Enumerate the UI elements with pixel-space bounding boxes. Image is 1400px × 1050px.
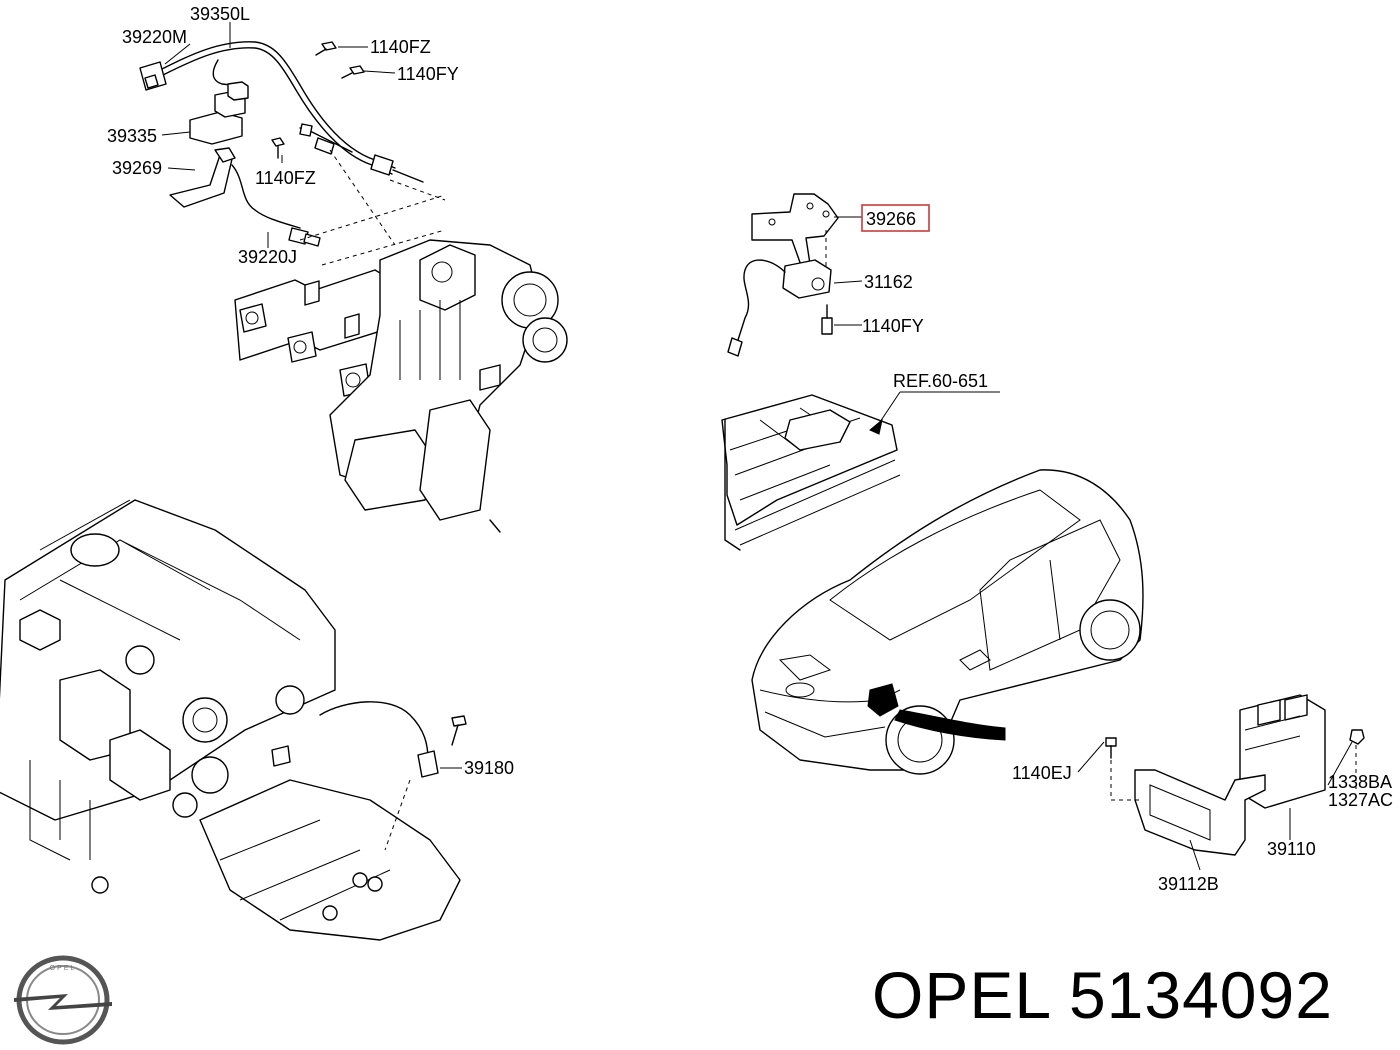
callout-labels: 39350L 39220M 1140FZ 1140FY 39335 39269 … xyxy=(107,4,1393,894)
label-1140FY-top: 1140FY xyxy=(397,64,459,84)
label-39350L: 39350L xyxy=(190,4,250,24)
label-1327AC: 1327AC xyxy=(1328,790,1393,810)
label-31162: 31162 xyxy=(864,272,913,292)
opel-logo-icon: OPEL xyxy=(14,955,112,1045)
label-1140FZ-mid: 1140FZ xyxy=(255,168,316,188)
label-1140EJ: 1140EJ xyxy=(1012,763,1072,783)
bolt-icon xyxy=(821,304,833,335)
bolt-icon xyxy=(1105,737,1117,759)
leader-lines-top-left xyxy=(161,22,396,248)
engine-block xyxy=(0,499,467,941)
nut-icon xyxy=(1349,729,1365,745)
bolt-icon xyxy=(341,65,365,79)
ecu-assembly xyxy=(1077,694,1365,871)
label-39110: 39110 xyxy=(1267,839,1316,859)
label-1338BA: 1338BA xyxy=(1328,772,1392,792)
exhaust-manifold-assembly xyxy=(139,41,568,533)
opel-logo-text: OPEL xyxy=(50,965,77,972)
label-39220M: 39220M xyxy=(122,27,187,47)
label-39269: 39269 xyxy=(112,158,162,178)
bolt-icon xyxy=(315,41,337,56)
cowl-panel-reference xyxy=(721,391,1000,551)
part-number-caption: OPEL 5134092 xyxy=(872,958,1333,1032)
highlight-box-39266 xyxy=(861,204,930,232)
label-1140FZ-top: 1140FZ xyxy=(370,37,431,57)
bolt-icon xyxy=(271,137,285,159)
label-39335: 39335 xyxy=(107,126,157,146)
bolt-icon xyxy=(451,715,467,746)
label-1140FY-right: 1140FY xyxy=(862,316,924,336)
sensor-bracket-assembly xyxy=(727,193,863,357)
label-39266: 39266 xyxy=(866,209,916,229)
car-illustration xyxy=(751,469,1144,775)
label-39112B: 39112B xyxy=(1158,874,1219,894)
label-39220J: 39220J xyxy=(238,247,297,267)
label-ref-60-651: REF.60-651 xyxy=(893,371,988,391)
label-39180: 39180 xyxy=(464,758,514,778)
